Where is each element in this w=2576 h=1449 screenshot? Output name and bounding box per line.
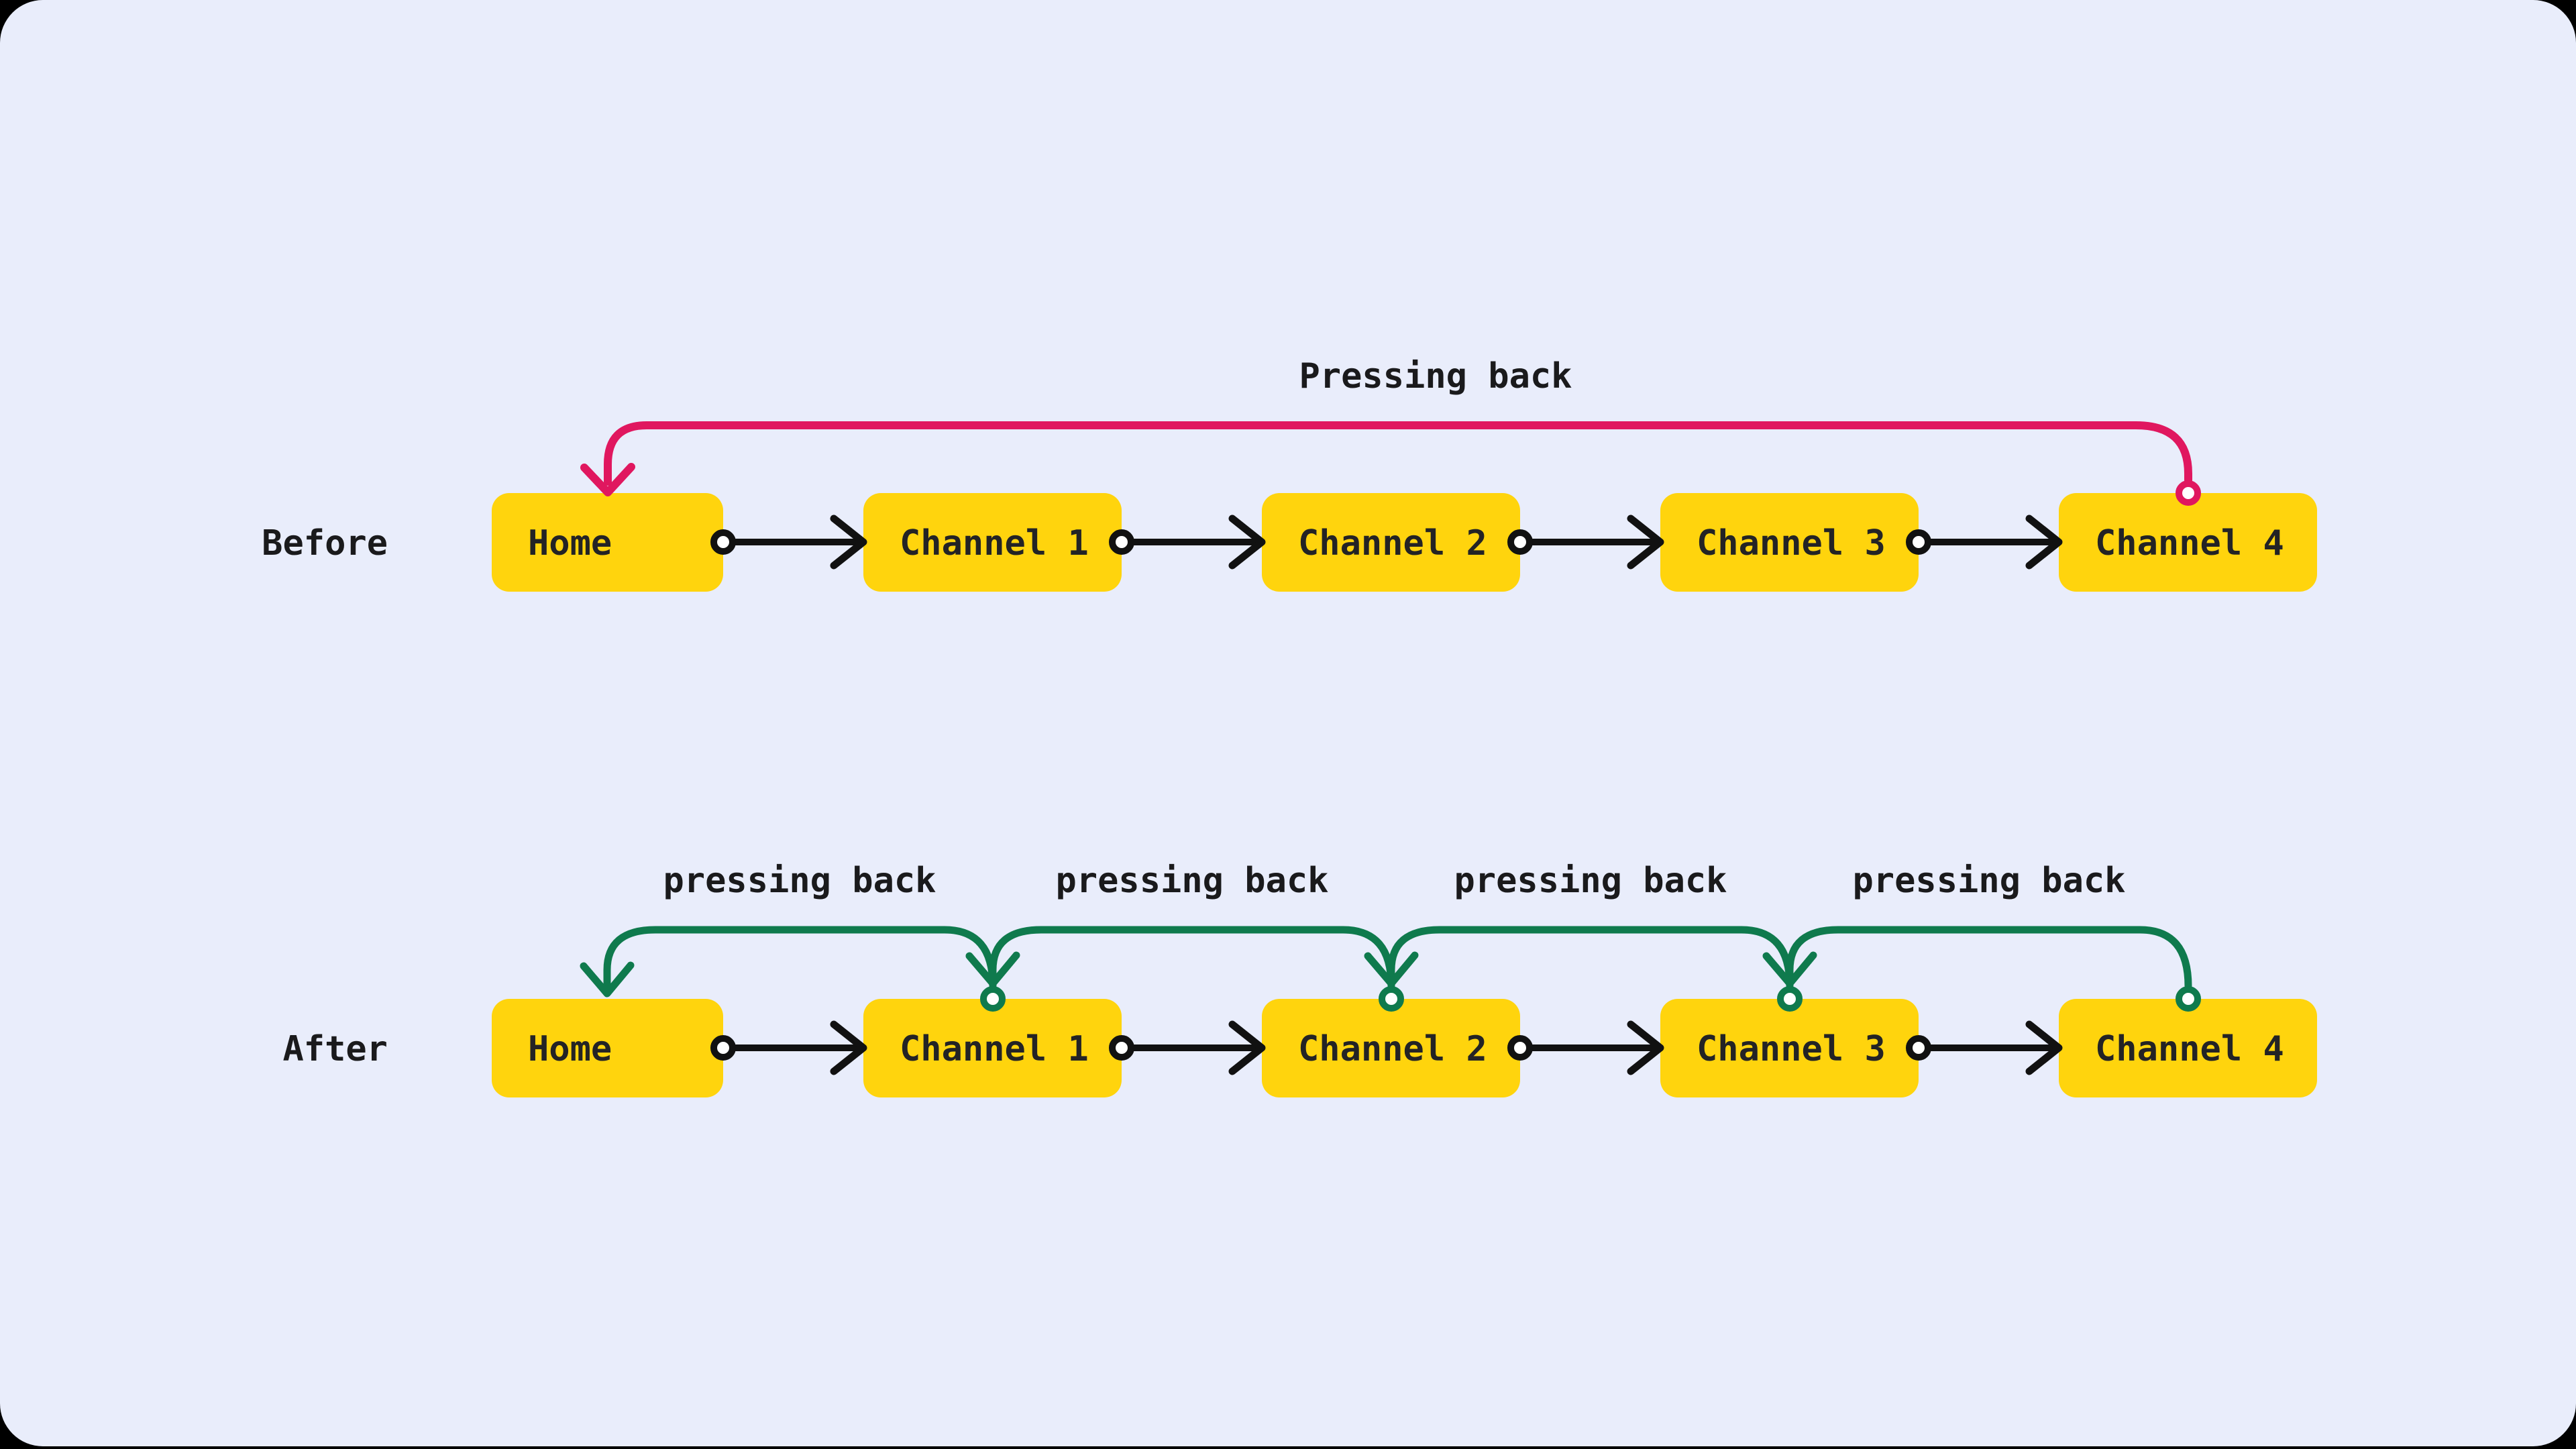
after-node-channel-3-box xyxy=(1660,999,1919,1097)
connector-ring-icon xyxy=(1507,529,1533,555)
back-ring-icon xyxy=(980,986,1006,1012)
after-node-channel-4-label: Channel 4 xyxy=(2095,1029,2284,1069)
after-node-channel-2-box xyxy=(1262,999,1520,1097)
after-node-channel-2: Channel 2 xyxy=(1262,999,1520,1097)
before-node-channel-3: Channel 3 xyxy=(1660,493,1919,592)
before-node-channel-1-label: Channel 1 xyxy=(900,523,1089,564)
back-arc xyxy=(1387,926,1794,990)
before-forward-connector-3 xyxy=(1507,515,1664,570)
before-node-channel-1-box xyxy=(863,493,1122,592)
after-back-arrow-2: pressing back xyxy=(965,861,1395,990)
before-node-channel-3-box xyxy=(1660,493,1919,592)
back-arc xyxy=(604,421,2192,486)
before-node-home-label: Home xyxy=(528,523,612,564)
after-node-home-label: Home xyxy=(528,1029,612,1069)
forward-arrowhead-icon xyxy=(830,515,867,570)
connector-ring-icon xyxy=(1109,529,1134,555)
before-node-channel-2-label: Channel 2 xyxy=(1298,523,1487,564)
back-arrowhead-icon xyxy=(1364,951,1419,987)
back-arc xyxy=(603,926,997,990)
after-node-channel-1-label: Channel 1 xyxy=(900,1029,1089,1069)
before-node-channel-2-box xyxy=(1262,493,1520,592)
back-ring-icon xyxy=(2176,986,2201,1012)
connector-ring-icon xyxy=(710,529,736,555)
after-back-arrow-4-label: pressing back xyxy=(1853,861,2126,901)
before-node-channel-4-box xyxy=(2059,493,2317,592)
before-row-label: Before xyxy=(262,523,388,564)
after-back-arrow-1-label: pressing back xyxy=(663,861,936,901)
before-node-channel-2: Channel 2 xyxy=(1262,493,1520,592)
back-arc xyxy=(989,926,1395,990)
after-back-arrow-2-label: pressing back xyxy=(1056,861,1329,901)
after-node-channel-2-label: Channel 2 xyxy=(1298,1029,1487,1069)
after-forward-connector-2 xyxy=(1109,1020,1266,1075)
back-arrowhead-icon xyxy=(1762,951,1817,987)
connector-ring-icon xyxy=(1906,1035,1931,1061)
back-arrowhead-icon xyxy=(580,961,635,998)
forward-arrowhead-icon xyxy=(2025,1020,2063,1075)
after-node-channel-1: Channel 1 xyxy=(863,999,1122,1097)
after-node-home: Home xyxy=(492,999,723,1097)
after-forward-connector-3 xyxy=(1507,1020,1664,1075)
after-row-label: After xyxy=(282,1029,388,1069)
forward-arrowhead-icon xyxy=(1228,1020,1266,1075)
connector-ring-icon xyxy=(710,1035,736,1061)
back-ring-icon xyxy=(1379,986,1404,1012)
after-node-channel-3: Channel 3 xyxy=(1660,999,1919,1097)
back-arrowhead-icon xyxy=(965,951,1020,987)
after-back-arrow-3: pressing back xyxy=(1364,861,1794,990)
before-node-channel-1: Channel 1 xyxy=(863,493,1122,592)
forward-arrowhead-icon xyxy=(830,1020,867,1075)
before-node-channel-3-label: Channel 3 xyxy=(1697,523,1886,564)
connector-ring-icon xyxy=(1109,1035,1134,1061)
after-node-channel-4: Channel 4 xyxy=(2059,999,2317,1097)
after-forward-connector-4 xyxy=(1906,1020,2063,1075)
forward-arrowhead-icon xyxy=(1627,1020,1664,1075)
back-ring-icon xyxy=(2176,480,2201,506)
after-node-channel-3-label: Channel 3 xyxy=(1697,1029,1886,1069)
connector-ring-icon xyxy=(1507,1035,1533,1061)
back-ring-icon xyxy=(1777,986,1803,1012)
before-node-channel-4-label: Channel 4 xyxy=(2095,523,2284,564)
after-node-channel-4-box xyxy=(2059,999,2317,1097)
before-row: Before Home Channel 1 Channel 2 Channel … xyxy=(262,356,2317,592)
after-back-arrow-3-label: pressing back xyxy=(1454,861,1727,901)
before-back-arrow: Pressing back xyxy=(580,356,2201,506)
after-row: After Home Channel 1 Channel 2 Channel 3… xyxy=(282,861,2317,1097)
after-node-home-box xyxy=(492,999,723,1097)
connector-ring-icon xyxy=(1906,529,1931,555)
before-back-arrow-label: Pressing back xyxy=(1299,356,1572,396)
back-arrowhead-icon xyxy=(580,463,635,496)
before-forward-connector-2 xyxy=(1109,515,1266,570)
before-node-home-box xyxy=(492,493,723,592)
after-back-arrow-4: pressing back xyxy=(1762,861,2192,990)
before-node-home: Home xyxy=(492,493,723,592)
before-node-channel-4: Channel 4 xyxy=(2059,493,2317,592)
after-node-channel-1-box xyxy=(863,999,1122,1097)
after-forward-connector-1 xyxy=(710,1020,867,1075)
before-forward-connector-4 xyxy=(1906,515,2063,570)
after-back-arrow-1: pressing back xyxy=(580,861,997,998)
forward-arrowhead-icon xyxy=(1627,515,1664,570)
back-arc xyxy=(1786,926,2192,990)
forward-arrowhead-icon xyxy=(1228,515,1266,570)
forward-arrowhead-icon xyxy=(2025,515,2063,570)
before-forward-connector-1 xyxy=(710,515,867,570)
